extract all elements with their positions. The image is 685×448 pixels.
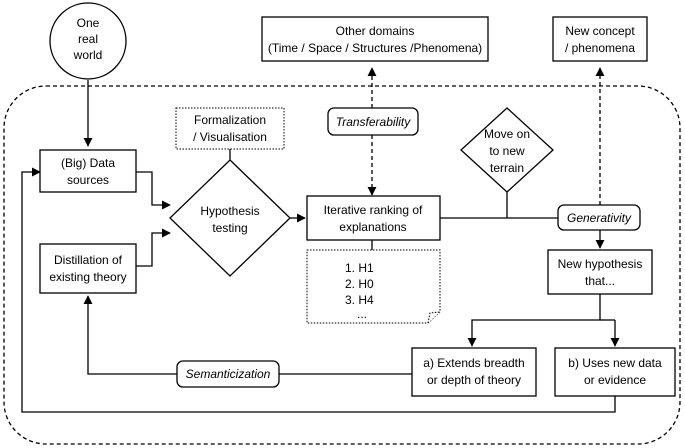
ranked-ellipsis: ... <box>357 307 367 321</box>
svg-text:(Time / Space / Structures /Ph: (Time / Space / Structures /Phenomena) <box>268 41 482 55</box>
ranked-item: 2. H0 <box>345 277 374 291</box>
svg-text:Hypothesis: Hypothesis <box>200 204 259 218</box>
node-move-on: Move on to new terrain <box>460 107 554 193</box>
node-new-concept: New concept / phenomena <box>552 16 648 62</box>
node-other-domains: Other domains (Time / Space / Structures… <box>261 16 489 62</box>
svg-text:to new: to new <box>489 144 525 158</box>
svg-text:or evidence: or evidence <box>584 373 646 387</box>
svg-text:Other domains: Other domains <box>336 24 415 38</box>
label-semanticization: Semanticization <box>176 360 280 388</box>
node-iterative-ranking: Iterative ranking of explanations <box>306 195 441 241</box>
svg-text:a) Extends breadth: a) Extends breadth <box>423 356 524 370</box>
svg-text:sources: sources <box>67 173 109 187</box>
node-formalization: Formalization / Visualisation <box>175 107 285 150</box>
edge-extends-to-theory <box>83 295 412 375</box>
node-new-hypothesis: New hypothesis that... <box>547 249 653 295</box>
svg-text:existing theory: existing theory <box>49 270 126 284</box>
svg-text:world: world <box>73 48 103 62</box>
svg-text:Semanticization: Semanticization <box>186 367 271 381</box>
node-hypothesis-testing: Hypothesis testing <box>169 159 291 277</box>
svg-text:(Big) Data: (Big) Data <box>61 156 115 170</box>
svg-text:explanations: explanations <box>339 220 406 234</box>
svg-text:New hypothesis: New hypothesis <box>558 257 643 271</box>
svg-text:Generativity: Generativity <box>567 211 632 225</box>
svg-text:that...: that... <box>585 274 615 288</box>
edge-uses-to-data <box>21 167 616 413</box>
edge-data-to-hypothesis <box>136 171 171 210</box>
ranked-item: 1. H1 <box>345 261 374 275</box>
svg-text:b) Uses new data: b) Uses new data <box>568 356 662 370</box>
svg-text:testing: testing <box>212 221 247 235</box>
svg-text:Formalization: Formalization <box>194 113 266 127</box>
svg-text:Iterative ranking of: Iterative ranking of <box>324 203 423 217</box>
node-uses-new: b) Uses new data or evidence <box>554 347 676 397</box>
svg-text:real: real <box>78 32 98 46</box>
edge-hypothesis-branches <box>467 294 601 347</box>
svg-text:/ phenomena: / phenomena <box>565 41 635 55</box>
system-boundary <box>3 85 681 445</box>
svg-text:Distillation of: Distillation of <box>54 253 123 267</box>
svg-text:New concept: New concept <box>565 24 635 38</box>
svg-text:Transferability: Transferability <box>336 115 411 129</box>
node-real-world: One real world <box>49 2 127 80</box>
svg-text:/ Visualisation: / Visualisation <box>193 130 267 144</box>
edge-theory-to-hypothesis <box>136 228 171 267</box>
svg-text:One: One <box>77 16 100 30</box>
svg-text:terrain: terrain <box>490 161 524 175</box>
node-data-sources: (Big) Data sources <box>39 149 137 193</box>
svg-text:Move on: Move on <box>484 127 530 141</box>
ranked-list-note: 1. H1 2. H0 3. H4 ... <box>306 249 441 324</box>
node-distillation: Distillation of existing theory <box>39 243 137 294</box>
ranked-item: 3. H4 <box>345 293 374 307</box>
label-generativity: Generativity <box>557 204 641 231</box>
label-transferability: Transferability <box>327 107 419 136</box>
svg-text:or depth of theory: or depth of theory <box>427 373 521 387</box>
node-extends: a) Extends breadth or depth of theory <box>411 347 537 397</box>
